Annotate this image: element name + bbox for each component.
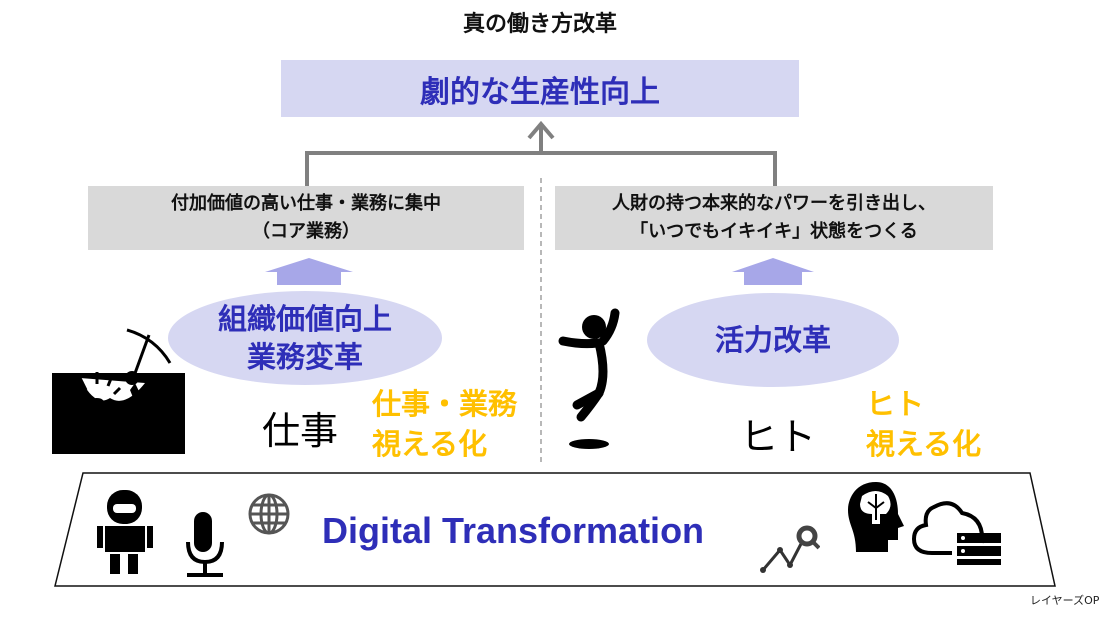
digging-worker-icon: ? — [52, 328, 185, 454]
left-box-line: 付加価値の高い仕事・業務に集中 — [171, 193, 441, 214]
right-ellipse-line: 活力改革 — [714, 323, 831, 357]
people-visualize-line: 視える化 — [866, 427, 982, 461]
robot-icon — [97, 490, 153, 574]
merge-arrow — [305, 120, 777, 187]
work-visualize-line: 仕事・業務 — [372, 387, 518, 421]
left-ellipse-line: 組織価値向上 — [217, 302, 392, 336]
diagram-title: 真の働き方改革 — [462, 12, 617, 37]
brain-head-icon — [848, 482, 904, 552]
people-visualize: ヒト 視える化 — [866, 384, 981, 464]
svg-text:?: ? — [88, 392, 107, 430]
work-visualize-line: 視える化 — [372, 427, 488, 461]
right-up-arrow — [732, 258, 814, 285]
left-up-arrow — [265, 258, 353, 285]
people-visualize-line: ヒト — [866, 387, 925, 421]
microphone-icon — [186, 512, 224, 577]
right-goal-box: 人財の持つ本来的なパワーを引き出し、 「いつでもイキイキ」状態をつくる — [555, 186, 993, 250]
right-ellipse: 活力改革 — [647, 293, 899, 387]
work-visualize: 仕事・業務 視える化 — [372, 384, 517, 464]
credit-label: レイヤーズOP — [1030, 594, 1100, 607]
foundation-trapezoid — [54, 472, 1056, 587]
work-label: 仕事 — [262, 409, 339, 453]
people-label: ヒト — [740, 415, 817, 459]
digital-transformation-label: Digital Transformation — [322, 510, 705, 551]
cloud-server-icon — [912, 501, 1001, 565]
right-box-line: 「いつでもイキイキ」状態をつくる — [630, 221, 918, 242]
goal-box: 劇的な生産性向上 — [281, 60, 799, 117]
left-ellipse: 組織価値向上 業務変革 — [168, 291, 442, 385]
analytics-search-icon — [760, 525, 820, 573]
left-box-line: （コア業務） — [252, 221, 360, 242]
right-box-line: 人財の持つ本来的なパワーを引き出し、 — [612, 193, 936, 214]
jumping-person-icon — [558, 308, 620, 449]
globe-icon — [248, 493, 290, 535]
left-ellipse-line: 業務変革 — [246, 340, 363, 374]
left-goal-box: 付加価値の高い仕事・業務に集中 （コア業務） — [88, 186, 524, 250]
